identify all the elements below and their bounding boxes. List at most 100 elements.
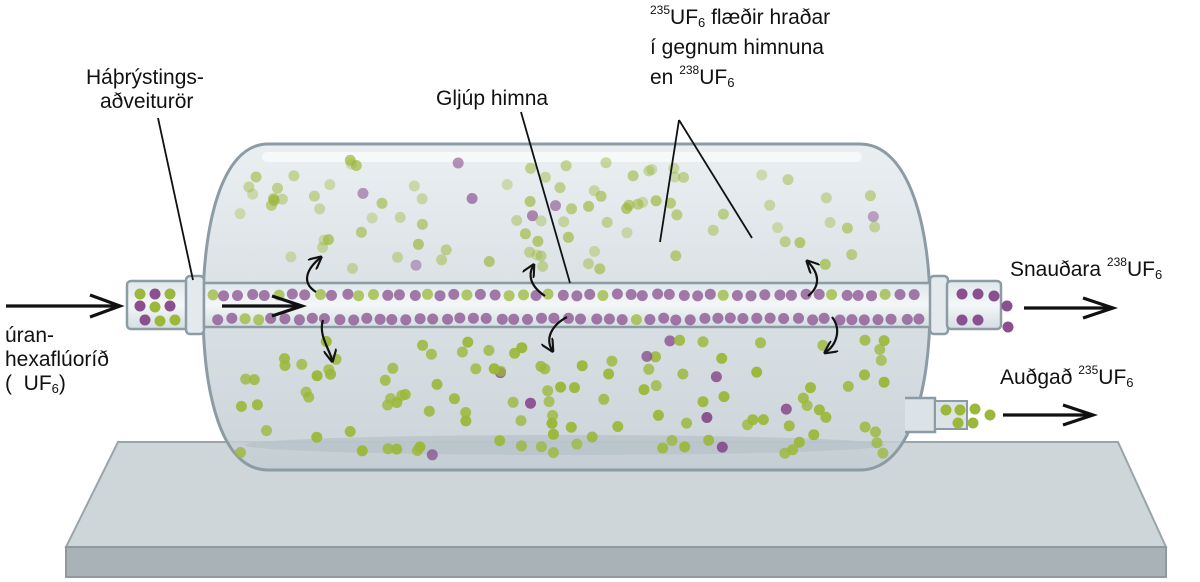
u235-molecule: [300, 386, 312, 398]
u235-molecule: [379, 374, 391, 386]
u238-molecule: [319, 313, 330, 325]
u238-molecule: [474, 288, 486, 300]
u235-molecule: [586, 431, 598, 443]
u238-molecule: [1002, 321, 1014, 333]
u235-molecule: [524, 246, 536, 258]
diffusion-label: 235UF6 flæðir hraðar í gegnum himnuna en…: [650, 3, 831, 92]
u238-molecule: [692, 290, 704, 302]
u238-molecule: [852, 290, 864, 301]
feed-tube-label-line1: Háþrýstings-: [86, 66, 204, 89]
u235-molecule: [859, 421, 871, 433]
u238-molecule: [299, 289, 311, 301]
u235-molecule: [308, 190, 320, 202]
u238-molecule: [454, 312, 466, 324]
u235-molecule: [470, 363, 482, 375]
u235-molecule: [597, 290, 609, 301]
u238-molecule: [134, 300, 146, 312]
u235-molecule: [235, 400, 247, 412]
flow-arrows: [6, 293, 1119, 427]
u235-molecule: [247, 188, 259, 200]
arrow-up-1: [305, 258, 320, 293]
u235-molecule: [268, 193, 280, 205]
u235-molecule: [547, 410, 559, 421]
diffusion-label-line3: en 238UF6: [650, 63, 735, 90]
u238-molecule: [571, 290, 583, 302]
u235-molecule: [797, 392, 809, 404]
u235-molecule: [431, 378, 443, 390]
u238-molecule: [293, 314, 305, 326]
u238-molecule: [427, 313, 439, 325]
u238-molecule: [426, 449, 438, 461]
u238-molecule: [872, 314, 884, 326]
u235-molecule: [842, 380, 854, 392]
u235-molecule: [717, 289, 729, 301]
u235-molecule: [621, 203, 633, 214]
diffusion-label-line1: 235UF6 flæðir hraðar: [650, 3, 831, 30]
u235-molecule: [547, 428, 559, 440]
u235-molecule: [425, 348, 437, 360]
u238-molecule: [247, 289, 259, 300]
u235-molecule: [846, 249, 858, 261]
u235-molecule: [598, 393, 610, 405]
u235-molecule: [637, 196, 649, 208]
u235-molecule: [535, 360, 547, 372]
u238-molecule: [652, 288, 664, 300]
u235-molecule: [826, 289, 838, 301]
u235-molecule: [669, 171, 681, 183]
u235-molecule: [546, 417, 558, 429]
u238-molecule: [575, 313, 586, 325]
u235-molecule: [764, 199, 776, 211]
enriched-label: Auðgað 235UF6: [1000, 363, 1134, 390]
u235-molecule: [422, 288, 433, 300]
u235-molecule: [234, 208, 246, 220]
input-label-line2: hexaflúoríð: [5, 348, 109, 371]
u235-molecule: [344, 154, 356, 166]
u238-molecule: [759, 289, 771, 301]
u235-molecule: [952, 417, 964, 429]
u235-molecule: [460, 415, 472, 427]
u235-molecule: [859, 334, 871, 346]
u235-molecule: [588, 185, 600, 197]
u235-molecule: [793, 436, 805, 448]
u235-molecule: [392, 251, 403, 263]
arrow-up-3: [808, 262, 817, 297]
u235-molecule: [436, 254, 448, 266]
u238-molecule: [670, 314, 682, 326]
u235-molecule: [503, 290, 515, 302]
u238-molecule: [841, 289, 853, 301]
u235-molecule: [554, 182, 566, 194]
u238-molecule: [737, 313, 749, 324]
u238-molecule: [704, 288, 716, 300]
u235-molecule: [717, 208, 729, 220]
arrow-up-2: [531, 266, 546, 297]
u235-molecule: [394, 211, 406, 223]
u235-molecule: [817, 339, 829, 351]
u235-molecule: [643, 165, 655, 177]
u238-molecule: [466, 193, 478, 204]
u238-molecule: [382, 289, 394, 301]
u235-molecule: [207, 289, 219, 301]
u238-molecule: [286, 288, 298, 300]
u238-molecule: [611, 288, 623, 300]
u238-molecule: [701, 412, 713, 423]
input-label-line1: úran-: [5, 324, 55, 347]
u238-molecule: [410, 259, 422, 271]
u235-molecule: [515, 415, 527, 427]
u235-molecule: [525, 162, 537, 174]
u238-molecule: [563, 312, 574, 324]
depleted-label: Snauðara 238UF6: [1010, 255, 1163, 282]
input-label: úran- hexaflúoríð ( UF6): [5, 324, 109, 398]
u235-molecule: [483, 256, 495, 267]
u238-molecule: [658, 312, 670, 324]
membrane-label: Gljúp himna: [436, 87, 549, 110]
u238-molecule: [793, 312, 804, 324]
membrane-leader: [520, 111, 571, 284]
u238-molecule: [342, 288, 354, 300]
u235-molecule: [315, 289, 326, 300]
u235-molecule: [569, 382, 580, 394]
u235-molecule: [366, 212, 378, 224]
u235-molecule: [864, 190, 876, 202]
u235-molecule: [417, 339, 429, 351]
u235-molecule: [537, 260, 549, 272]
